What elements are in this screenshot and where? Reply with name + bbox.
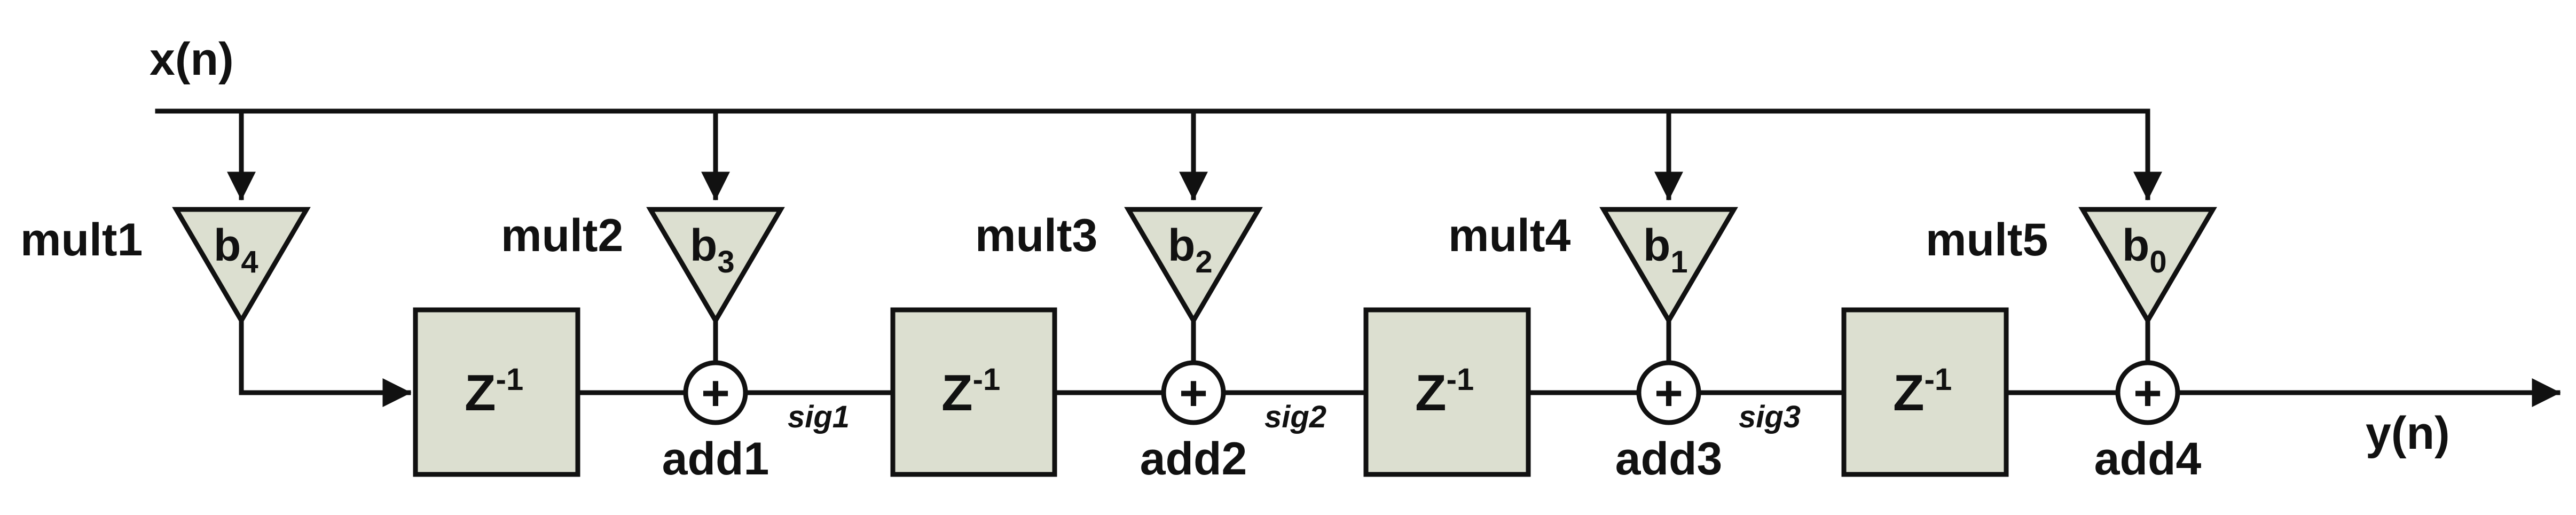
delay-block-4 bbox=[1841, 307, 2009, 477]
adder-plus-1: + bbox=[701, 366, 730, 420]
adder-plus-4: + bbox=[2133, 366, 2162, 420]
multiplier-name-5: mult5 bbox=[1926, 214, 2048, 266]
signal-label-2: sig2 bbox=[1265, 400, 1326, 434]
coefficient-label-4: b1 bbox=[1643, 220, 1688, 279]
signal-label-3: sig3 bbox=[1739, 400, 1801, 434]
adder-name-1: add1 bbox=[662, 433, 769, 485]
coefficient-label-1: b4 bbox=[214, 220, 258, 279]
delay-block-2 bbox=[890, 307, 1057, 477]
input-label: x(n) bbox=[150, 34, 234, 85]
coefficient-label-3: b2 bbox=[1168, 220, 1213, 279]
adder-name-4: add4 bbox=[2094, 433, 2202, 485]
delay-block-3 bbox=[1363, 307, 1531, 477]
multiplier-triangle-2 bbox=[646, 207, 785, 325]
adder-circle-2 bbox=[1161, 360, 1226, 425]
adder-circle-1 bbox=[683, 360, 748, 425]
output-label: y(n) bbox=[2366, 408, 2450, 459]
delay-label-1: Z-1 bbox=[465, 362, 523, 422]
delay-label-2: Z-1 bbox=[941, 362, 1000, 422]
multiplier-triangle-3 bbox=[1124, 207, 1263, 325]
adder-circle-4 bbox=[2115, 360, 2180, 425]
multiplier-triangle-1 bbox=[172, 207, 311, 325]
adder-plus-3: + bbox=[1654, 366, 1683, 420]
delay-label-4: Z-1 bbox=[1893, 362, 1952, 422]
delay-label-3: Z-1 bbox=[1415, 362, 1474, 422]
adder-name-3: add3 bbox=[1615, 433, 1723, 485]
mult1-output-arrow bbox=[239, 318, 412, 407]
multiplier-name-2: mult2 bbox=[501, 210, 623, 261]
multiplier-name-1: mult1 bbox=[20, 214, 143, 266]
multiplier-triangle-4 bbox=[1599, 207, 1738, 325]
signal-label-1: sig1 bbox=[788, 400, 850, 434]
multiplier-name-3: mult3 bbox=[975, 210, 1097, 261]
multiplier-name-4: mult4 bbox=[1448, 210, 1571, 261]
multiplier-triangle-5 bbox=[2078, 207, 2217, 325]
adder-circle-3 bbox=[1636, 360, 1701, 425]
coefficient-label-5: b0 bbox=[2122, 220, 2167, 279]
adder-name-2: add2 bbox=[1140, 433, 1247, 485]
coefficient-label-2: b3 bbox=[690, 220, 735, 279]
delay-block-1 bbox=[413, 307, 580, 477]
adder-plus-2: + bbox=[1179, 366, 1208, 420]
